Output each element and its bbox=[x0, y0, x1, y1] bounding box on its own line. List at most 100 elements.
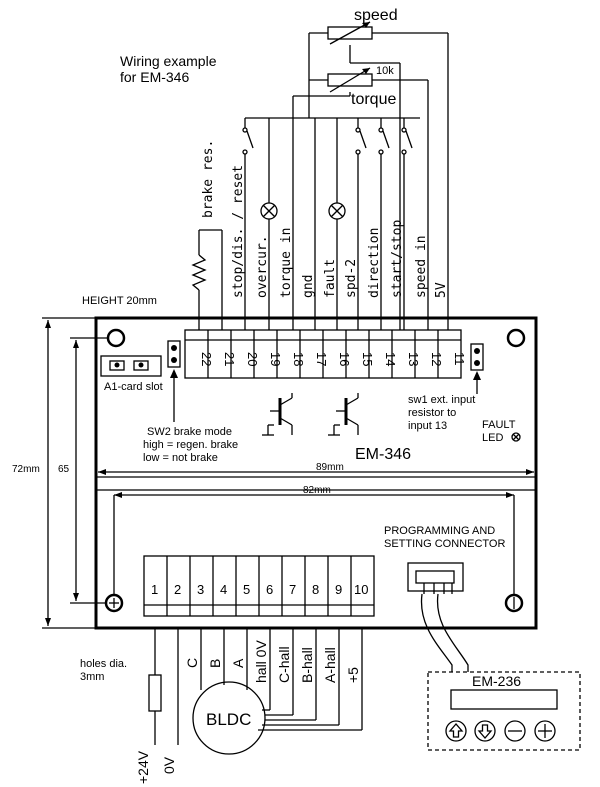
supply-0v: 0V bbox=[161, 756, 177, 774]
terminal-19: 19 bbox=[268, 352, 283, 366]
up-arrow-icon[interactable] bbox=[445, 720, 467, 742]
terminal-18: 18 bbox=[291, 352, 306, 366]
transistor-icon bbox=[328, 393, 359, 436]
a1-slot-label: A1-card slot bbox=[104, 381, 163, 393]
dimension-72mm bbox=[42, 317, 96, 629]
terminal-15: 15 bbox=[360, 352, 375, 366]
direction-switch bbox=[378, 118, 390, 330]
terminal-11: 11 bbox=[452, 352, 467, 366]
label-overcurrent: overcur. bbox=[255, 235, 270, 298]
stop-reset-switch bbox=[242, 118, 254, 330]
holes-line-2: 3mm bbox=[80, 671, 104, 683]
label-torque-in: torque in bbox=[279, 228, 294, 298]
sw2-line-1: SW2 brake mode bbox=[147, 426, 232, 438]
dim-82-label: 82mm bbox=[303, 485, 331, 496]
terminal-16: 16 bbox=[337, 352, 352, 366]
label-direction: direction bbox=[367, 228, 382, 298]
fault-lamp-icon bbox=[328, 118, 346, 330]
label-gnd: gnd bbox=[301, 275, 316, 298]
label-c: C bbox=[184, 658, 200, 668]
terminal-21: 21 bbox=[222, 352, 237, 366]
label-plus5: +5 bbox=[345, 667, 361, 683]
terminal-1: 1 bbox=[151, 582, 158, 597]
label-b: B bbox=[207, 659, 223, 668]
label-b-hall: B-hall bbox=[299, 647, 315, 683]
terminal-13: 13 bbox=[406, 352, 421, 366]
plus-icon[interactable] bbox=[534, 720, 556, 742]
fault-led-line-1: FAULT bbox=[482, 419, 516, 431]
prog-connector-line-1: PROGRAMMING AND bbox=[384, 525, 495, 537]
terminal-14: 14 bbox=[383, 352, 398, 366]
dimension-89mm bbox=[98, 469, 534, 475]
lower-terminal-labels: C B A hall 0V C-hall B-hall A-hall +5 bbox=[184, 640, 361, 683]
terminal-6: 6 bbox=[266, 582, 273, 597]
terminal-5: 5 bbox=[243, 582, 250, 597]
a1-card-slot bbox=[100, 355, 162, 377]
label-hall-0v: hall 0V bbox=[253, 640, 269, 683]
em236-unit bbox=[427, 671, 581, 751]
programming-connector bbox=[407, 562, 464, 594]
label-a-hall: A-hall bbox=[322, 647, 338, 683]
torque-pot-label: torque bbox=[351, 91, 396, 108]
sw1-line-3: input 13 bbox=[408, 420, 447, 432]
terminal-4: 4 bbox=[220, 582, 227, 597]
lower-terminal-block bbox=[143, 555, 375, 617]
pot-value-label: 10k bbox=[376, 65, 394, 77]
em236-label: EM-236 bbox=[472, 673, 521, 689]
overcurrent-lamp-icon bbox=[260, 118, 278, 330]
motor-label: BLDC bbox=[206, 710, 251, 729]
fault-led-icon bbox=[511, 432, 521, 442]
supply-plus24v: +24V bbox=[135, 750, 151, 784]
transistor-icon bbox=[262, 393, 293, 436]
minus-icon[interactable] bbox=[504, 720, 526, 742]
terminal-2: 2 bbox=[174, 582, 181, 597]
dim-65-label: 65 bbox=[58, 464, 70, 475]
terminal-9: 9 bbox=[335, 582, 342, 597]
terminal-7: 7 bbox=[289, 582, 296, 597]
terminal-8: 8 bbox=[312, 582, 319, 597]
sw2-line-3: low = not brake bbox=[143, 452, 218, 464]
prog-connector-line-2: SETTING CONNECTOR bbox=[384, 538, 505, 550]
fault-led-line-2: LED bbox=[482, 432, 503, 444]
pot-wiring bbox=[245, 33, 449, 330]
board-name: EM-346 bbox=[355, 446, 411, 463]
label-stop-reset: stop/dis. / reset bbox=[231, 165, 246, 298]
dim-72-label: 72mm bbox=[12, 464, 40, 475]
label-speed-in: speed in bbox=[414, 235, 429, 298]
label-brake-res: brake res. bbox=[201, 140, 216, 218]
label-a: A bbox=[230, 658, 246, 668]
dimension-82mm bbox=[113, 492, 515, 595]
sw2-line-2: high = regen. brake bbox=[143, 439, 238, 451]
label-fault: fault bbox=[323, 259, 338, 298]
terminal-22: 22 bbox=[199, 352, 214, 366]
brake-resistor-icon bbox=[191, 229, 223, 330]
terminal-20: 20 bbox=[245, 352, 260, 366]
down-arrow-icon[interactable] bbox=[474, 720, 496, 742]
terminal-3: 3 bbox=[197, 582, 204, 597]
spd2-switch bbox=[355, 118, 367, 330]
upper-terminal-labels: brake res. stop/dis. / reset overcur. to… bbox=[201, 140, 449, 298]
upper-terminal-block bbox=[184, 329, 462, 379]
terminal-10: 10 bbox=[354, 582, 368, 597]
sw1-line-2: resistor to bbox=[408, 407, 456, 419]
dimension-65 bbox=[70, 337, 108, 604]
label-c-hall: C-hall bbox=[276, 646, 292, 683]
bldc-motor-icon bbox=[192, 681, 266, 755]
programming-cable bbox=[420, 593, 469, 672]
height-note: HEIGHT 20mm bbox=[82, 295, 157, 307]
torque-potentiometer bbox=[309, 67, 428, 93]
title-line-2: for EM-346 bbox=[120, 69, 189, 85]
label-start-stop: start/stop bbox=[390, 220, 405, 298]
speed-pot-label: speed bbox=[354, 7, 398, 24]
sw2-jumper bbox=[167, 340, 181, 422]
sw1-jumper bbox=[470, 343, 484, 394]
sw1-line-1: sw1 ext. input bbox=[408, 394, 475, 406]
upper-terminal-numbers: 22 21 20 19 18 17 16 15 14 13 12 11 bbox=[199, 352, 467, 366]
title-line-1: Wiring example bbox=[120, 53, 217, 69]
speed-potentiometer bbox=[309, 21, 448, 45]
terminal-17: 17 bbox=[314, 352, 329, 366]
start-stop-switch bbox=[401, 118, 413, 330]
label-5v: 5V bbox=[434, 282, 449, 298]
lower-wiring bbox=[148, 628, 363, 745]
